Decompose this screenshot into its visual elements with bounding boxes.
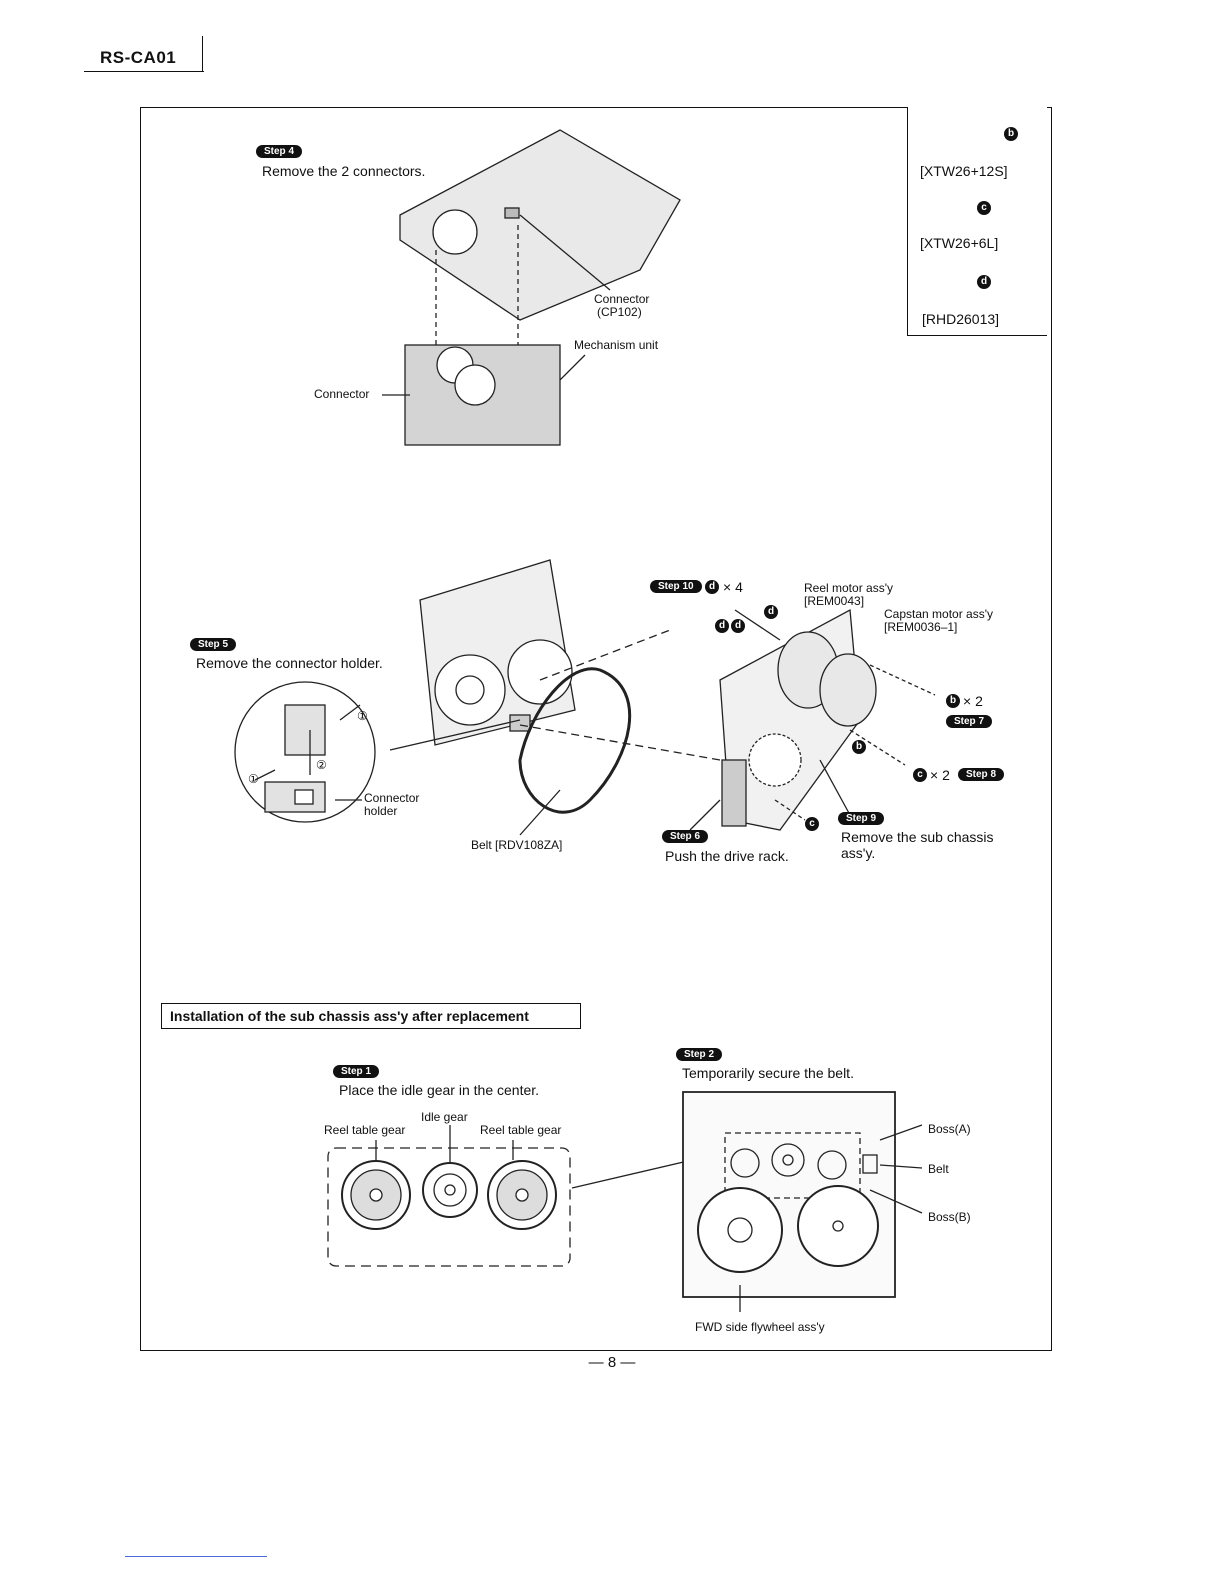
step-7-count: × 2	[963, 693, 983, 709]
step-6-text: Push the drive rack.	[665, 848, 789, 864]
step-5-text: Remove the connector holder.	[196, 655, 383, 671]
connector-holder-label-2: holder	[364, 804, 398, 818]
step-9-badge: Step 9	[838, 812, 885, 825]
screw-b-code: [XTW26+12S]	[920, 163, 1008, 179]
mechanism-unit-drawing	[382, 344, 561, 446]
screw-d-marker-c: d	[731, 619, 745, 633]
connector-holder-label-1: Connector	[364, 791, 420, 805]
connector-label: Connector	[314, 387, 370, 401]
step-4-badge: Step 4	[256, 145, 303, 158]
screw-d-code: [RHD26013]	[922, 311, 1000, 327]
step-7-badge: Step 7	[946, 715, 993, 728]
connector-cp102-label: Connector	[594, 292, 650, 306]
connector-holder-detail	[234, 681, 376, 823]
install-step-1-text: Place the idle gear in the center.	[339, 1082, 540, 1098]
step-4-text: Remove the 2 connectors.	[262, 163, 426, 179]
belt-installation-drawing	[682, 1091, 923, 1312]
cp102-label: (CP102)	[597, 305, 642, 319]
reel-motor-label: Reel motor ass'y	[804, 581, 893, 595]
screw-d-marker: d	[977, 275, 991, 289]
circled-1-lower: ①	[248, 772, 259, 786]
model-number: RS-CA01	[100, 48, 177, 67]
step-9-text-2: ass'y.	[841, 845, 876, 861]
installation-heading: Installation of the sub chassis ass'y af…	[161, 1003, 581, 1029]
step-8-count: × 2	[930, 767, 950, 783]
screw-d-marker-a: d	[764, 605, 778, 619]
screw-c-marker-step8: c	[913, 768, 927, 782]
flywheel-label: FWD side flywheel ass'y	[695, 1320, 825, 1334]
install-step-2-text: Temporarily secure the belt.	[682, 1065, 854, 1081]
circled-1-upper: ①	[357, 709, 368, 723]
step-10-badge: Step 10	[650, 580, 702, 593]
screw-c-marker-inline: c	[805, 817, 819, 831]
step-5-badge: Step 5	[190, 638, 237, 651]
screw-b-marker-step7: b	[946, 694, 960, 708]
belt-position-label: Belt	[928, 1162, 949, 1176]
step-9-text-1: Remove the sub chassis	[841, 829, 994, 845]
step-8-badge: Step 8	[958, 768, 1005, 781]
step-10-count: × 4	[723, 579, 743, 595]
boss-a-label: Boss(A)	[928, 1122, 971, 1136]
install-step-2-badge: Step 2	[676, 1048, 723, 1061]
sub-chassis-drawing	[689, 608, 936, 831]
screw-b-marker-inline: b	[852, 740, 866, 754]
pcb-board-drawing	[399, 129, 681, 396]
belt-drawing	[518, 667, 632, 836]
install-step-1-badge: Step 1	[333, 1065, 380, 1078]
mechanism-unit-label: Mechanism unit	[574, 338, 659, 352]
content-frame	[140, 107, 1052, 1351]
screw-legend	[907, 107, 1047, 336]
capstan-motor-code: [REM0036–1]	[884, 620, 958, 634]
header-rule-vertical	[202, 36, 203, 72]
screw-c-code: [XTW26+6L]	[920, 235, 999, 251]
step-6-badge: Step 6	[662, 830, 709, 843]
capstan-motor-label: Capstan motor ass'y	[884, 607, 994, 621]
header-rule	[84, 71, 204, 72]
reel-motor-code: [REM0043]	[804, 594, 865, 608]
boss-b-label: Boss(B)	[928, 1210, 971, 1224]
screw-d-marker-step10: d	[705, 580, 719, 594]
reel-table-gear-left-label: Reel table gear	[324, 1123, 406, 1137]
screw-b-marker: b	[1004, 127, 1018, 141]
footer-rule	[125, 1556, 267, 1557]
circled-2: ②	[316, 758, 327, 772]
idle-gear-label: Idle gear	[421, 1110, 468, 1124]
page-number: — 8 —	[588, 1354, 636, 1371]
screw-d-marker-b: d	[715, 619, 729, 633]
gears-drawing	[327, 1125, 736, 1267]
belt-label: Belt [RDV108ZA]	[471, 838, 563, 852]
reel-table-gear-right-label: Reel table gear	[480, 1123, 562, 1137]
screw-c-marker: c	[977, 201, 991, 215]
